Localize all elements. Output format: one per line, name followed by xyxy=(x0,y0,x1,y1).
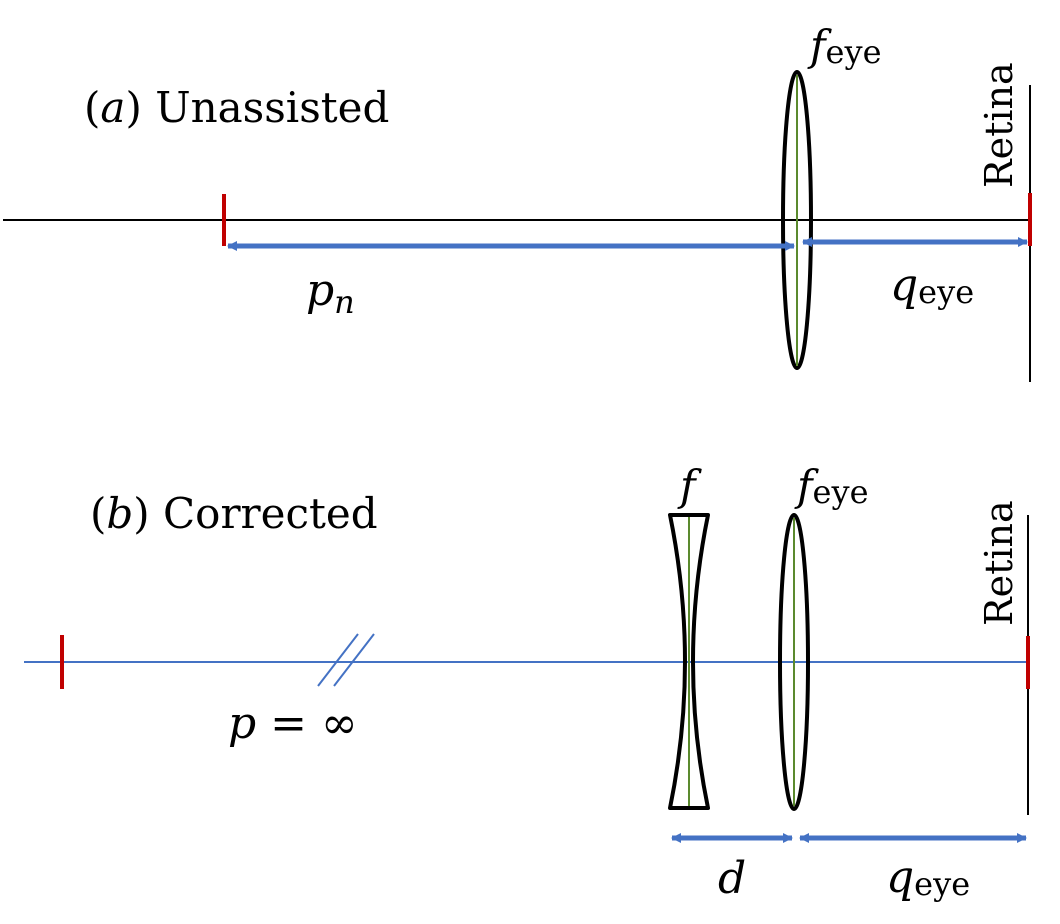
panel-b-axis-break-mark-2 xyxy=(333,633,375,687)
panel-a: (a) Unassisted Retina feye pn qeye xyxy=(3,21,1032,382)
panel-b-qeye-label: qeye xyxy=(886,852,970,903)
panel-b: (b) Corrected Retina f feye p = ∞ d qe xyxy=(24,461,1030,904)
panel-b-corrective-lens xyxy=(668,513,710,810)
panel-a-qeye-label: qeye xyxy=(890,260,974,311)
panel-a-pn-label: pn xyxy=(306,265,355,321)
panel-a-eye-lens-label: feye xyxy=(807,21,882,71)
panel-a-title: Unassisted xyxy=(155,83,389,132)
panel-b-corrective-lens-label: f xyxy=(677,461,702,510)
panel-b-eye-lens-label: feye xyxy=(794,461,869,511)
panel-b-d-label: d xyxy=(718,853,746,904)
panel-b-axis-break-mark-1 xyxy=(317,633,359,687)
panel-b-letter: b xyxy=(106,489,133,538)
panel-b-label: (b) Corrected xyxy=(90,489,378,538)
panel-b-retina-label: Retina xyxy=(977,500,1021,626)
panel-a-retina-label: Retina xyxy=(977,62,1021,188)
panel-a-eye-lens xyxy=(781,70,813,370)
panel-b-title: Corrected xyxy=(163,489,378,538)
panel-b-eye-lens xyxy=(778,513,810,811)
panel-a-letter: a xyxy=(100,83,125,132)
panel-a-label: (a) Unassisted xyxy=(84,83,389,132)
panel-b-object-distance-label: p = ∞ xyxy=(228,698,358,749)
